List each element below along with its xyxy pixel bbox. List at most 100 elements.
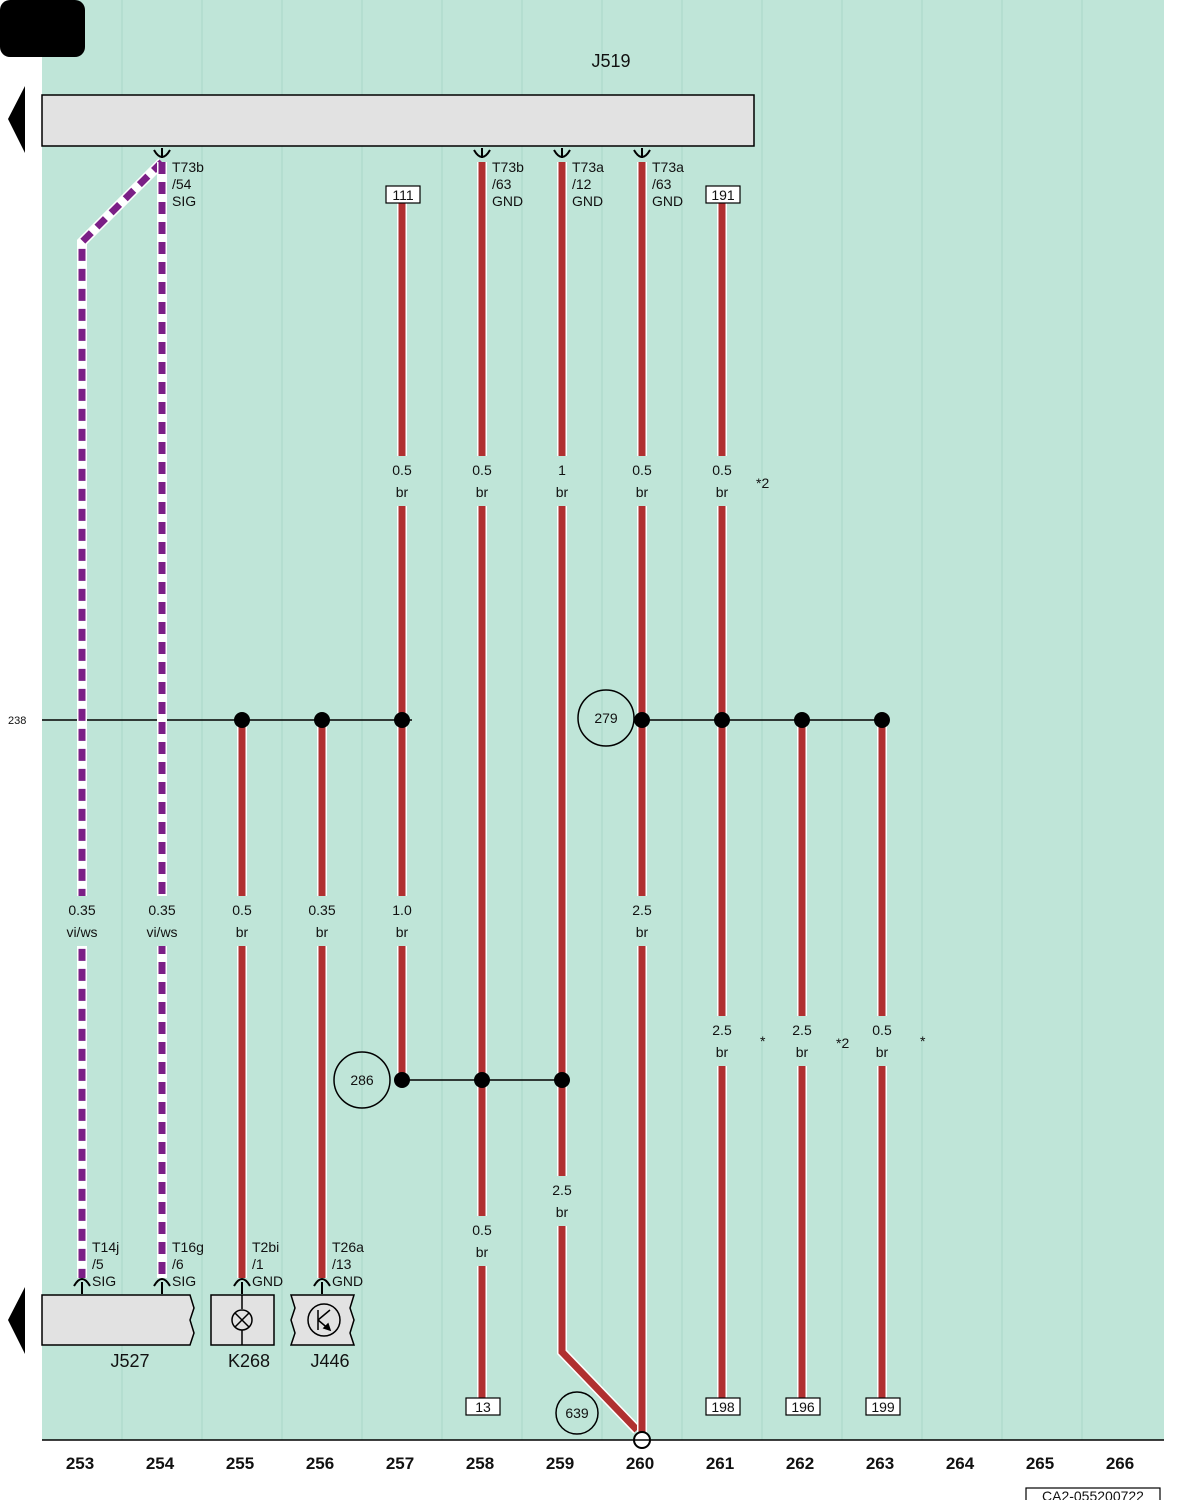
column-number: 258 bbox=[466, 1454, 494, 1473]
column-number: 263 bbox=[866, 1454, 894, 1473]
connector-label: T16g bbox=[172, 1239, 204, 1255]
wire-size: 2.5 bbox=[552, 1182, 572, 1198]
wire-size: 0.5 bbox=[472, 1222, 492, 1238]
wire-size: 0.35 bbox=[68, 902, 95, 918]
footnote-markers: *2 * *2 * bbox=[756, 475, 926, 1051]
footnote: * bbox=[920, 1033, 926, 1049]
ground-point-286-circle bbox=[333, 1051, 391, 1109]
wire-color: br bbox=[236, 924, 249, 940]
pin-symbol bbox=[73, 1278, 91, 1287]
continue-left-arrow-top bbox=[8, 86, 25, 153]
lamp-icon bbox=[231, 1295, 253, 1345]
column-number: 257 bbox=[386, 1454, 414, 1473]
connector-label: T14j bbox=[92, 1239, 119, 1255]
top-connector-labels: T73b /54 SIG T73b /63 GND T73a /12 GND T… bbox=[172, 159, 684, 209]
connector-label: T73b bbox=[492, 159, 524, 175]
doc-code: CA2-055200722 bbox=[1042, 1488, 1144, 1500]
connector-label: /63 bbox=[652, 176, 672, 192]
connector-label: T26a bbox=[332, 1239, 364, 1255]
k268-label: K268 bbox=[228, 1351, 270, 1371]
junction-dot bbox=[314, 712, 330, 728]
wire-color: br bbox=[796, 1044, 809, 1060]
connector-label: SIG bbox=[172, 193, 196, 209]
wire-color: br bbox=[556, 484, 569, 500]
junction-dot bbox=[394, 712, 410, 728]
wire-color: br bbox=[636, 484, 649, 500]
wire-color: br bbox=[716, 484, 729, 500]
wire-size: 1.0 bbox=[392, 902, 412, 918]
wire-color: br bbox=[316, 924, 329, 940]
wire-size: 1 bbox=[558, 462, 566, 478]
junction-dot bbox=[474, 1072, 490, 1088]
wire-color: br bbox=[876, 1044, 889, 1060]
column-number: 265 bbox=[1026, 1454, 1054, 1473]
connector-label: /6 bbox=[172, 1256, 184, 1272]
junction-dot bbox=[874, 712, 890, 728]
connector-label: T73a bbox=[572, 159, 604, 175]
ref-box-199: 199 bbox=[871, 1399, 895, 1415]
wire-size: 0.5 bbox=[392, 462, 412, 478]
ground-point-279: 279 bbox=[594, 710, 618, 726]
wire-color: br bbox=[396, 484, 409, 500]
ground-point-639: 639 bbox=[565, 1405, 589, 1421]
column-number: 262 bbox=[786, 1454, 814, 1473]
column-number: 266 bbox=[1106, 1454, 1134, 1473]
connector-label: GND bbox=[492, 193, 523, 209]
pin-symbol bbox=[313, 1278, 331, 1287]
wire-color: br bbox=[716, 1044, 729, 1060]
footnote: *2 bbox=[756, 475, 769, 491]
junction-dot bbox=[394, 1072, 410, 1088]
connector-label: /1 bbox=[252, 1256, 264, 1272]
ground-point-286: 286 bbox=[350, 1072, 374, 1088]
connector-label: GND bbox=[572, 193, 603, 209]
connector-label: /13 bbox=[332, 1256, 352, 1272]
connector-label: /5 bbox=[92, 1256, 104, 1272]
junction-dot bbox=[714, 712, 730, 728]
doc-code-box bbox=[1025, 1487, 1161, 1500]
wire-size: 0.5 bbox=[232, 902, 252, 918]
corner-tab bbox=[0, 0, 85, 57]
ref-box-196: 196 bbox=[791, 1399, 815, 1415]
ref-box-191: 191 bbox=[711, 187, 735, 203]
top-pin-symbols bbox=[153, 148, 651, 158]
continue-left-arrow-bottom bbox=[8, 1287, 25, 1354]
connector-label: GND bbox=[332, 1273, 363, 1289]
bottom-pin-symbols bbox=[73, 1278, 331, 1294]
transistor-icon bbox=[307, 1303, 341, 1337]
connector-label: /54 bbox=[172, 176, 192, 192]
wire-color: br bbox=[396, 924, 409, 940]
connector-label: GND bbox=[252, 1273, 283, 1289]
ref-box-198: 198 bbox=[711, 1399, 735, 1415]
wire-size: 0.5 bbox=[712, 462, 732, 478]
column-number: 264 bbox=[946, 1454, 975, 1473]
wire-color: br bbox=[636, 924, 649, 940]
j446-label: J446 bbox=[310, 1351, 349, 1371]
wire-size: 0.35 bbox=[308, 902, 335, 918]
pin-symbol bbox=[153, 1278, 171, 1287]
wire-size: 0.5 bbox=[472, 462, 492, 478]
ref-box-111: 111 bbox=[392, 187, 413, 203]
column-number: 261 bbox=[706, 1454, 734, 1473]
footnote: * bbox=[760, 1033, 766, 1049]
control-unit-j446 bbox=[289, 1294, 356, 1346]
wire-size: 0.35 bbox=[148, 902, 175, 918]
ground-point-639-circle bbox=[555, 1391, 599, 1435]
j527-label: J527 bbox=[110, 1351, 149, 1371]
brown-wires bbox=[237, 162, 887, 1434]
control-unit-j519 bbox=[41, 94, 755, 147]
ref-boxes: 111 191 13 198 196 199 bbox=[385, 185, 901, 1416]
wire-size: 2.5 bbox=[712, 1022, 732, 1038]
wire-color: br bbox=[476, 1244, 489, 1260]
row-marker: 238 bbox=[8, 715, 26, 727]
wire-size: 0.5 bbox=[872, 1022, 892, 1038]
column-number: 255 bbox=[226, 1454, 254, 1473]
column-number: 254 bbox=[146, 1454, 175, 1473]
connector-label: /63 bbox=[492, 176, 512, 192]
junction-dots bbox=[234, 712, 890, 1088]
wire-size: 0.5 bbox=[632, 462, 652, 478]
footnote: *2 bbox=[836, 1035, 849, 1051]
connector-label: SIG bbox=[92, 1273, 116, 1289]
column-number: 253 bbox=[66, 1454, 94, 1473]
wire-color: vi/ws bbox=[66, 924, 97, 940]
